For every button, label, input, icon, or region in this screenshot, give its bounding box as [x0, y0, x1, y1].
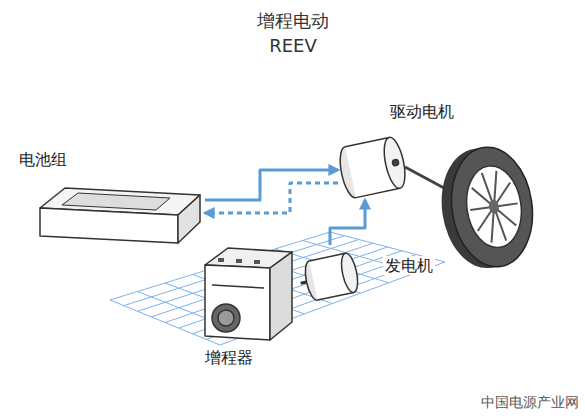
battery-label: 电池组	[17, 150, 69, 169]
motor-label: 驱动电机	[388, 102, 456, 121]
drive-motor	[336, 136, 408, 200]
range-extender-label: 增程器	[203, 348, 255, 367]
power-flow-arrow	[330, 200, 365, 245]
generator-label: 发电机	[383, 256, 435, 275]
wheel	[405, 142, 540, 273]
range-extender-node: 增程器	[190, 240, 300, 372]
floor-grid	[110, 232, 445, 345]
motor-node: 驱动电机	[338, 100, 478, 200]
power-flow-arrow	[205, 183, 338, 213]
generator-node: 发电机	[300, 245, 439, 305]
battery-node: 电池组	[15, 150, 205, 250]
generator	[296, 252, 360, 303]
battery-pack	[40, 188, 200, 243]
range-extender	[205, 248, 292, 340]
power-flow-arrow	[205, 170, 338, 200]
diagram-title: 增程电动 REEV	[252, 8, 334, 58]
watermark: 中国电源产业网	[481, 394, 579, 412]
